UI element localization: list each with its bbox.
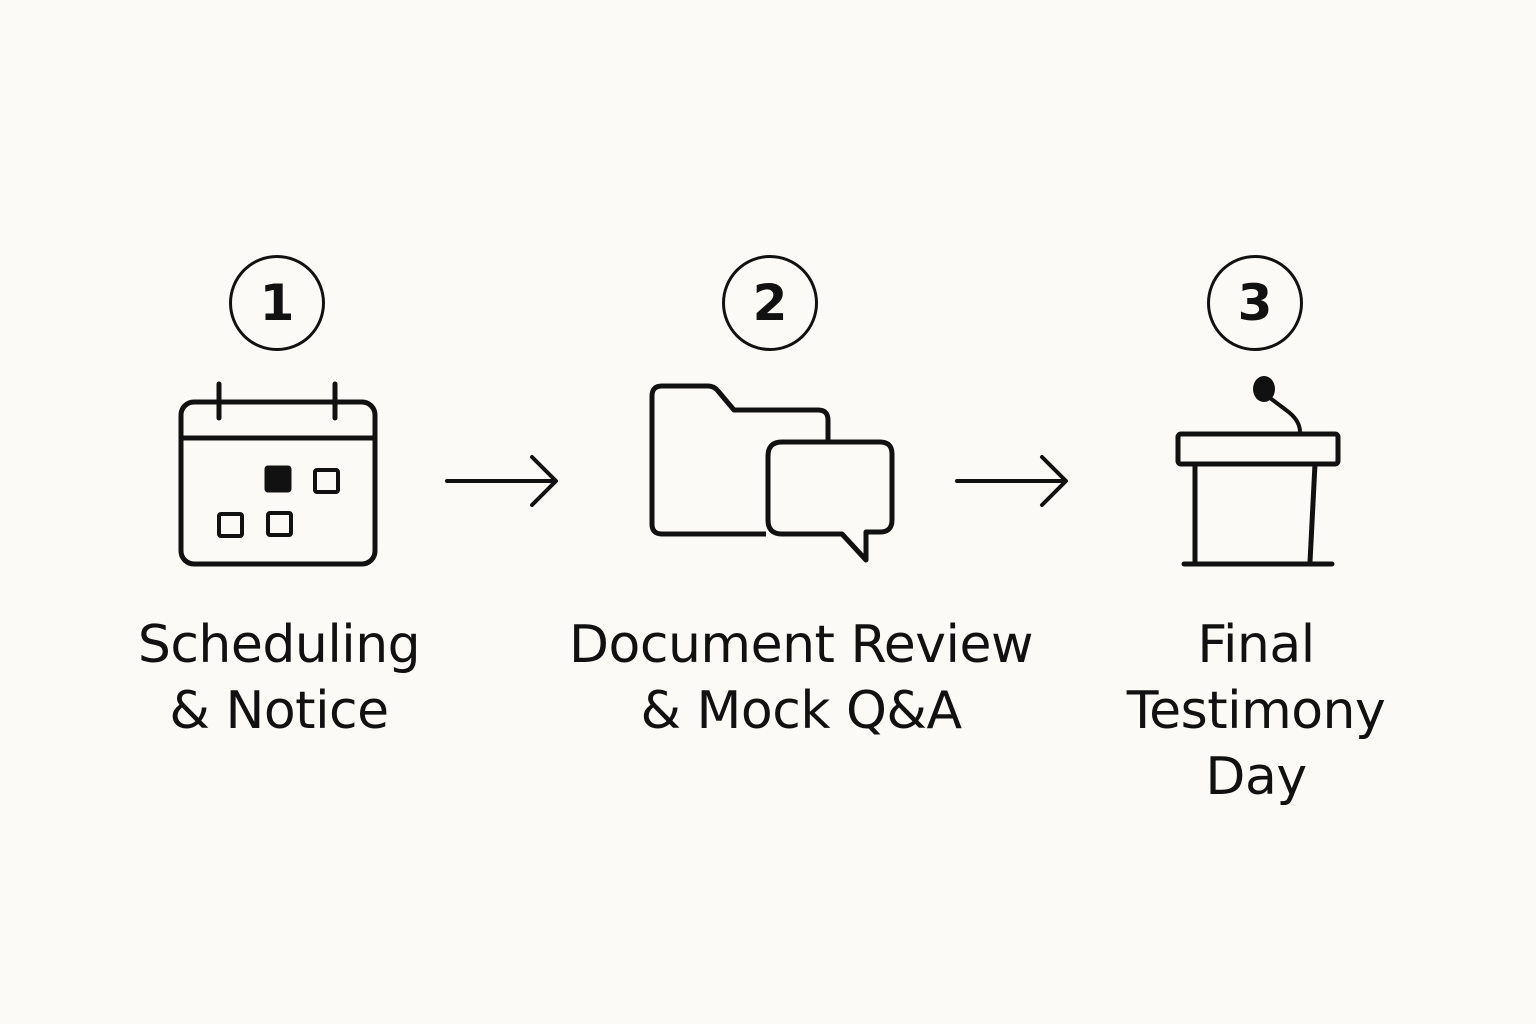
- step-1-number: 1: [259, 274, 295, 332]
- step-1-label-line-2: & Notice: [169, 681, 389, 741]
- folder-chat-icon: [646, 380, 900, 570]
- step-2-label-line-1: Document Review: [569, 615, 1033, 675]
- step-3-label-line-2: Testimony: [1126, 681, 1386, 741]
- step-3-label-line-1: Final: [1197, 615, 1315, 675]
- step-2-number: 2: [752, 274, 788, 332]
- step-3-label-line-3: Day: [1205, 747, 1307, 807]
- podium-icon: [1170, 374, 1346, 574]
- step-3-number: 3: [1237, 274, 1273, 332]
- step-2-number-badge: 2: [722, 255, 818, 351]
- calendar-icon: [174, 378, 384, 573]
- arrow-right-icon: [444, 452, 564, 510]
- step-1-label: Scheduling & Notice: [79, 612, 479, 744]
- step-2-label-line-2: & Mock Q&A: [640, 681, 962, 741]
- step-2-label: Document Review & Mock Q&A: [541, 612, 1061, 744]
- arrow-right-icon: [954, 452, 1074, 510]
- step-3-label: Final Testimony Day: [1076, 612, 1436, 810]
- step-1-label-line-1: Scheduling: [137, 615, 421, 675]
- step-3-number-badge: 3: [1207, 255, 1303, 351]
- step-1-number-badge: 1: [229, 255, 325, 351]
